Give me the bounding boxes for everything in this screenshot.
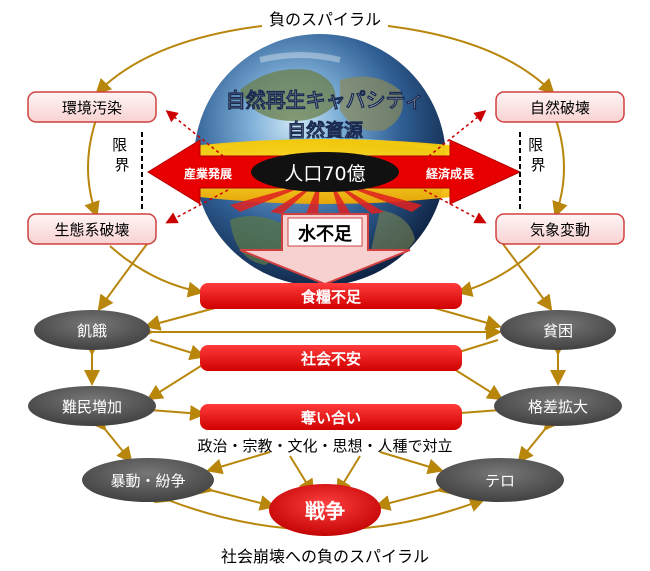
economy-label: 経済成長 bbox=[426, 166, 475, 181]
gray-oval-poverty: 貧困 bbox=[500, 310, 616, 350]
svg-text:気象変動: 気象変動 bbox=[530, 221, 590, 239]
limit-right-label: 限 界 bbox=[528, 136, 548, 174]
svg-text:貧困: 貧困 bbox=[543, 322, 573, 340]
gray-oval-riots: 暴動・紛争 bbox=[82, 458, 214, 502]
svg-text:生態系破壊: 生態系破壊 bbox=[54, 221, 129, 239]
arrow-ecosystem-to-food bbox=[109, 245, 204, 298]
arrow-climate-to-food bbox=[456, 245, 541, 297]
arrow-inequality-terror bbox=[517, 413, 560, 464]
conflict-text: 政治・宗教・文化・思想・人種で対立 bbox=[197, 437, 452, 455]
arrow-starvation-to-social bbox=[149, 339, 206, 361]
water-shortage-arrow bbox=[239, 213, 411, 286]
arrow-refugees-riots bbox=[90, 413, 133, 464]
arrow-top-right bbox=[387, 25, 555, 95]
gray-oval-refugees: 難民増加 bbox=[28, 386, 156, 426]
arrow-social-to-refugees bbox=[146, 363, 205, 401]
population-oval bbox=[251, 152, 399, 192]
pink-box-env-pollution: 環境汚染 bbox=[27, 91, 157, 123]
gray-oval-terror: テロ bbox=[436, 458, 564, 502]
pink-box-nature-destruction: 自然破壊 bbox=[495, 91, 625, 123]
arrow-left-vertical bbox=[84, 106, 108, 218]
svg-text:環境汚染: 環境汚染 bbox=[62, 99, 122, 117]
svg-text:格差拡大: 格差拡大 bbox=[528, 398, 588, 416]
war-oval: 戦争 bbox=[269, 484, 381, 536]
svg-text:奪い合い: 奪い合い bbox=[300, 409, 361, 427]
arrow-riots-war bbox=[196, 479, 276, 511]
capacity-label: 自然再生キャパシティ bbox=[226, 88, 425, 112]
resources-label: 自然資源 bbox=[287, 119, 363, 142]
arrow-refugees-fight bbox=[137, 401, 206, 422]
dotted-arrows bbox=[165, 110, 487, 224]
svg-text:飢餓: 飢餓 bbox=[77, 322, 107, 340]
arrow-right-vertical bbox=[544, 106, 568, 218]
svg-text:戦争: 戦争 bbox=[305, 499, 345, 523]
pink-box-climate-change: 気象変動 bbox=[495, 213, 625, 245]
arrow-terror-war bbox=[374, 479, 454, 511]
svg-text:難民増加: 難民増加 bbox=[62, 398, 122, 416]
arrow-climate-to-poverty bbox=[499, 239, 553, 312]
svg-text:暴動・紛争: 暴動・紛争 bbox=[110, 472, 185, 490]
svg-text:社会不安: 社会不安 bbox=[300, 350, 361, 368]
arrow-ecosystem-to-starvation bbox=[97, 239, 151, 312]
connector-arrows bbox=[84, 25, 568, 531]
red-bar-fight: 奪い合い bbox=[200, 404, 462, 430]
arrow-conflict-to-riots bbox=[206, 451, 271, 475]
title-bottom: 社会崩壊への負のスパイラル bbox=[221, 547, 429, 566]
pink-box-ecosystem-destruction: 生態系破壊 bbox=[27, 213, 157, 245]
red-bar-social: 社会不安 bbox=[200, 345, 462, 371]
industry-label: 産業発展 bbox=[184, 166, 232, 181]
svg-text:自然破壊: 自然破壊 bbox=[530, 99, 590, 117]
red-bar-food: 食糧不足 bbox=[200, 283, 462, 309]
limit-left-label: 限 界 bbox=[112, 136, 132, 174]
svg-text:食糧不足: 食糧不足 bbox=[301, 288, 362, 306]
arrow-conflict-to-terror bbox=[379, 451, 444, 475]
gray-oval-starvation: 飢餓 bbox=[34, 310, 150, 350]
population-label: 人口70億 bbox=[284, 163, 365, 185]
arrow-top-left bbox=[95, 25, 263, 95]
title-top: 負のスパイラル bbox=[269, 10, 381, 29]
svg-text:テロ: テロ bbox=[485, 472, 515, 490]
gray-oval-inequality: 格差拡大 bbox=[494, 386, 622, 426]
water-shortage-label: 水不足 bbox=[298, 223, 352, 245]
